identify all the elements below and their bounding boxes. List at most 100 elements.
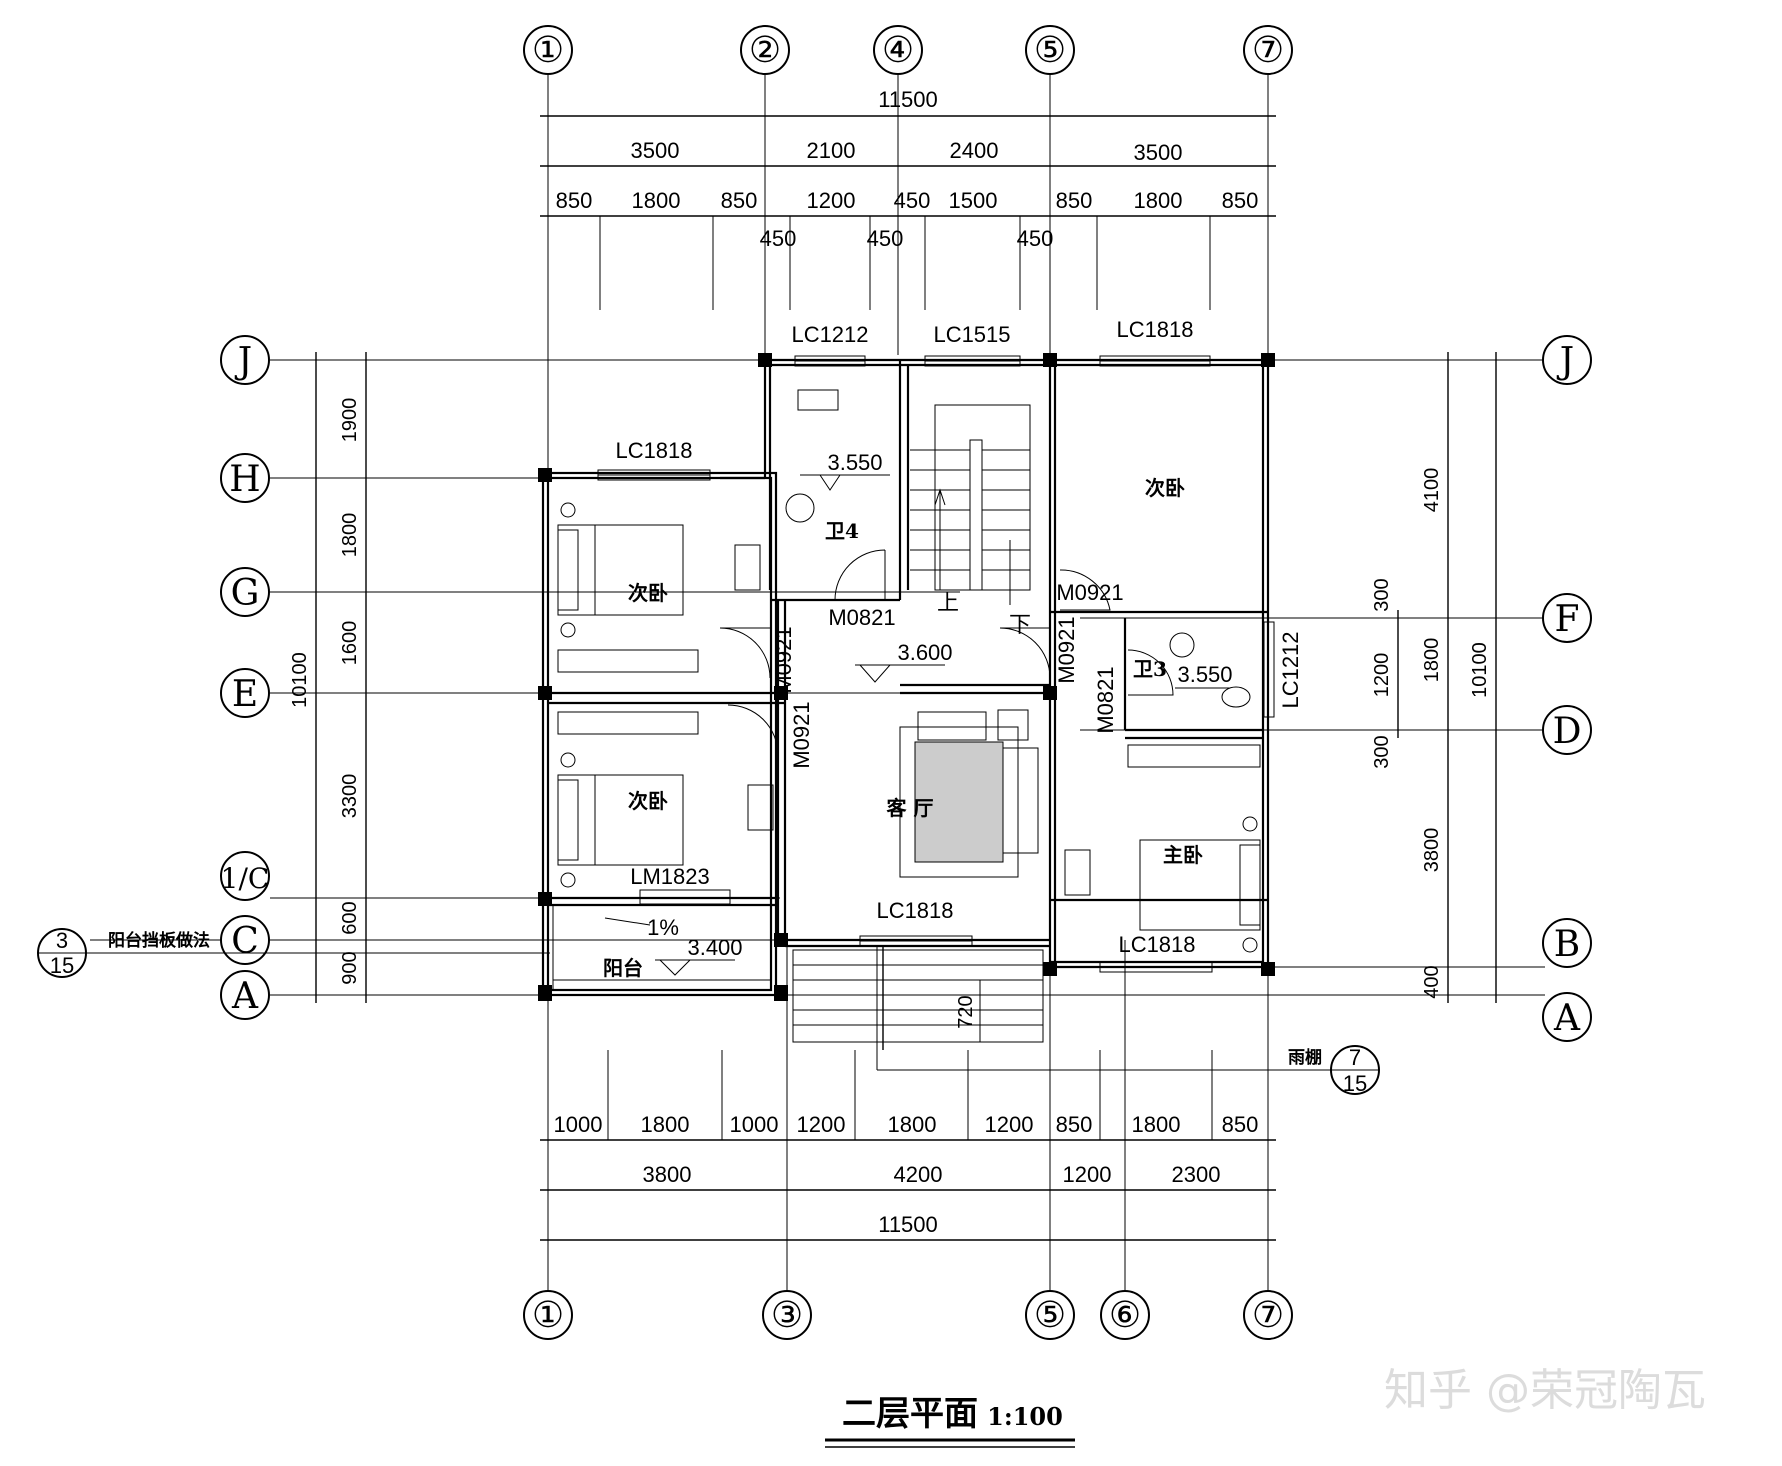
room-bed-tl: 次卧 [628, 581, 668, 605]
level-value: 3.550 [827, 450, 882, 475]
dim-left-small: 1600 [339, 621, 361, 666]
dim-bottom-mid: 4200 [894, 1162, 943, 1187]
dim-top-total: 11500 [878, 87, 938, 112]
axis-label: B [1554, 924, 1580, 965]
balcony-callout: 3 15 阳台挡板做法 [37, 928, 550, 978]
dim-top-small: 850 [1056, 188, 1093, 213]
room-bed-ml: 次卧 [628, 789, 668, 813]
ref-number: 7 [1349, 1045, 1361, 1070]
axis-label: ① [532, 30, 564, 71]
dim-right-small: 300 [1371, 578, 1393, 611]
door-label: M0821 [1093, 666, 1118, 733]
dim-right-small: 4100 [1421, 468, 1443, 513]
axis-label: C [231, 921, 259, 962]
dim-bottom-small: 1200 [797, 1112, 846, 1137]
door-label: M0921 [771, 626, 796, 693]
left-axis-bubbles: J H G E 1/C C A [220, 335, 270, 1020]
ref-sheet: 15 [1343, 1071, 1367, 1096]
entry-steps: 720 [792, 945, 1345, 1071]
dim-top-mid: 2400 [950, 138, 999, 163]
windows: LC1212 LC1515 LC1818 LC1818 LC1818 LC181… [597, 317, 1303, 973]
window-label: LC1818 [1116, 317, 1193, 342]
dim-bottom-total: 11500 [878, 1212, 938, 1237]
axis-label: F [1555, 599, 1580, 640]
window-label: LC1515 [933, 322, 1010, 347]
dim-bottom-mid: 3800 [643, 1162, 692, 1187]
dim-top-mid: 2100 [807, 138, 856, 163]
room-master: 主卧 [1163, 843, 1203, 867]
window-label: LC1818 [1118, 932, 1195, 957]
dim-bottom-small: 1200 [985, 1112, 1034, 1137]
bottom-axis-bubbles: ① ③ ⑤ ⑥ ⑦ [523, 1290, 1293, 1340]
axis-label: 1/C [221, 862, 270, 895]
dim-bottom-small: 1000 [554, 1112, 603, 1137]
dim-top-small: 1500 [949, 188, 998, 213]
columns [538, 353, 1275, 1001]
stair: 上 下 [910, 404, 1031, 637]
dim-top-mid: 3500 [1134, 140, 1183, 165]
dim-bottom-small: 1800 [1132, 1112, 1181, 1137]
room-wc4: 卫4 [825, 519, 859, 543]
level-value: 3.400 [687, 935, 742, 960]
dim-right-small: 3800 [1421, 828, 1443, 873]
furniture [557, 389, 1261, 953]
canopy-callout: 7 15 雨棚 [1288, 1045, 1380, 1096]
axis-label: ⑦ [1252, 30, 1284, 71]
left-dimensions: 10100 1900 1800 1600 3300 600 900 [289, 352, 367, 1003]
axis-label: ④ [882, 30, 914, 71]
dim-top-small: 850 [556, 188, 593, 213]
axis-label: E [232, 674, 258, 715]
doors: M0821 M0921 M0921 M0921 M0921 M0821 LM18… [630, 549, 1174, 905]
axis-label: ⑦ [1252, 1295, 1284, 1336]
dim-bottom-small: 1000 [730, 1112, 779, 1137]
level-value: 3.600 [897, 640, 952, 665]
canopy-label: 雨棚 [1288, 1047, 1322, 1068]
dim-bottom-small: 1800 [888, 1112, 937, 1137]
dim-top-450: 450 [1017, 226, 1054, 251]
room-living: 客 厅 [886, 796, 934, 820]
dim-top-450: 450 [760, 226, 797, 251]
window-label: LC1818 [615, 438, 692, 463]
room-bed-tr: 次卧 [1145, 476, 1185, 500]
dim-top-small: 1200 [807, 188, 856, 213]
axis-label: G [231, 573, 260, 614]
dim-top-small: 850 [721, 188, 758, 213]
dim-top-small: 850 [1222, 188, 1259, 213]
axis-label: ① [532, 1295, 564, 1336]
top-axis-bubbles: ① ② ④ ⑤ ⑦ [523, 25, 1293, 75]
dim-bottom-mid: 2300 [1172, 1162, 1221, 1187]
door-label: M0921 [1056, 580, 1123, 605]
dim-right-small: 1200 [1371, 653, 1393, 698]
watermark: 知乎 @荣冠陶瓦 [1384, 1365, 1706, 1416]
dim-right-small: 400 [1421, 965, 1443, 998]
right-dimensions: 4100 300 1200 300 3800 400 1800 10100 [1371, 352, 1497, 1003]
dim-left-small: 3300 [339, 774, 361, 819]
ref-number: 3 [56, 928, 68, 953]
stair-down: 下 [1009, 612, 1031, 637]
axis-label: ⑤ [1034, 30, 1066, 71]
dim-left-small: 1800 [339, 513, 361, 558]
right-axis-bubbles: J F D B A [1542, 335, 1592, 1042]
dim-right-small: 300 [1371, 735, 1393, 768]
slope-value: 1% [647, 915, 679, 940]
dim-left-small: 900 [339, 951, 361, 984]
dim-bottom-small: 1800 [641, 1112, 690, 1137]
drawing-title: 二层平面 1:100 [825, 1394, 1075, 1448]
level-value: 3.550 [1177, 662, 1232, 687]
bottom-dimensions: 1000 1800 1000 1200 1800 1200 850 1800 8… [540, 1050, 1276, 1241]
door-label: M0821 [828, 605, 895, 630]
axis-label: ③ [771, 1295, 803, 1336]
dim-top-small: 450 [894, 188, 931, 213]
axis-label: A [231, 976, 259, 1017]
dim-top-small: 1800 [632, 188, 681, 213]
dim-bottom-small: 850 [1056, 1112, 1093, 1137]
door-label: M0921 [1054, 616, 1079, 683]
dim-top-small: 1800 [1134, 188, 1183, 213]
dim-top-450: 450 [867, 226, 904, 251]
top-dimensions: 11500 3500 2100 2400 3500 850 1800 850 1… [540, 87, 1276, 310]
dim-left-total: 10100 [289, 652, 311, 708]
dim-right-total: 10100 [1469, 642, 1491, 698]
dim-right-mid: 1800 [1421, 638, 1443, 683]
window-label: LC1212 [1278, 631, 1303, 708]
